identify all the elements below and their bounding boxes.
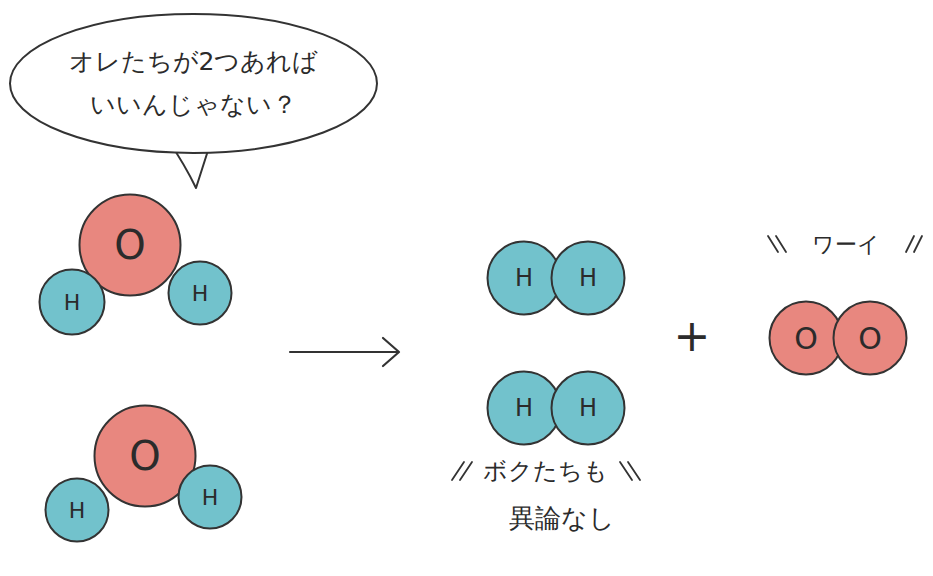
atom-fill bbox=[179, 466, 242, 529]
emphasis-marks bbox=[452, 236, 922, 480]
speech-text: オレたちが2つあれば いいんじゃない？ bbox=[59, 40, 329, 128]
atom-fill bbox=[488, 372, 561, 445]
atom-fill bbox=[169, 262, 232, 325]
exclamation-text: 異論なし bbox=[509, 501, 615, 536]
atom-symbol: H bbox=[192, 281, 209, 306]
atom-circle: H bbox=[550, 240, 626, 316]
atom-fill bbox=[40, 270, 105, 335]
atom-symbol: H bbox=[515, 264, 533, 292]
reaction-arrow bbox=[290, 338, 399, 366]
exclamation-text: ワーイ bbox=[812, 230, 880, 260]
atom-symbol: H bbox=[64, 290, 81, 315]
atom-circle: H bbox=[167, 260, 233, 326]
plus-sign: + bbox=[674, 310, 711, 361]
atom-fill bbox=[552, 372, 625, 445]
exclamation-text: ボクたちも bbox=[483, 455, 608, 487]
atom-symbol: O bbox=[858, 321, 882, 356]
atom-circle: H bbox=[177, 464, 243, 530]
atom-symbol: H bbox=[69, 498, 86, 523]
atom-fill bbox=[488, 242, 561, 315]
atom-fill bbox=[552, 242, 625, 315]
speech-bubble: オレたちが2つあれば いいんじゃない？ bbox=[8, 12, 379, 155]
atom-symbol: O bbox=[129, 433, 160, 479]
atom-symbol: H bbox=[579, 394, 597, 422]
atom-symbol: O bbox=[114, 222, 145, 268]
atom-fill bbox=[770, 302, 843, 375]
atom-circle: O bbox=[832, 300, 908, 376]
atom-symbol: H bbox=[202, 485, 219, 510]
atom-fill bbox=[46, 479, 109, 542]
atom-circle: H bbox=[44, 477, 110, 543]
bubble-outline bbox=[8, 12, 379, 155]
atom-circle: H bbox=[38, 268, 106, 336]
atom-symbol: H bbox=[579, 264, 597, 292]
atom-symbol: O bbox=[794, 321, 818, 356]
bubble-ellipse bbox=[10, 14, 377, 153]
atom-fill bbox=[834, 302, 907, 375]
atom-circle: H bbox=[550, 370, 626, 446]
atom-symbol: H bbox=[515, 394, 533, 422]
